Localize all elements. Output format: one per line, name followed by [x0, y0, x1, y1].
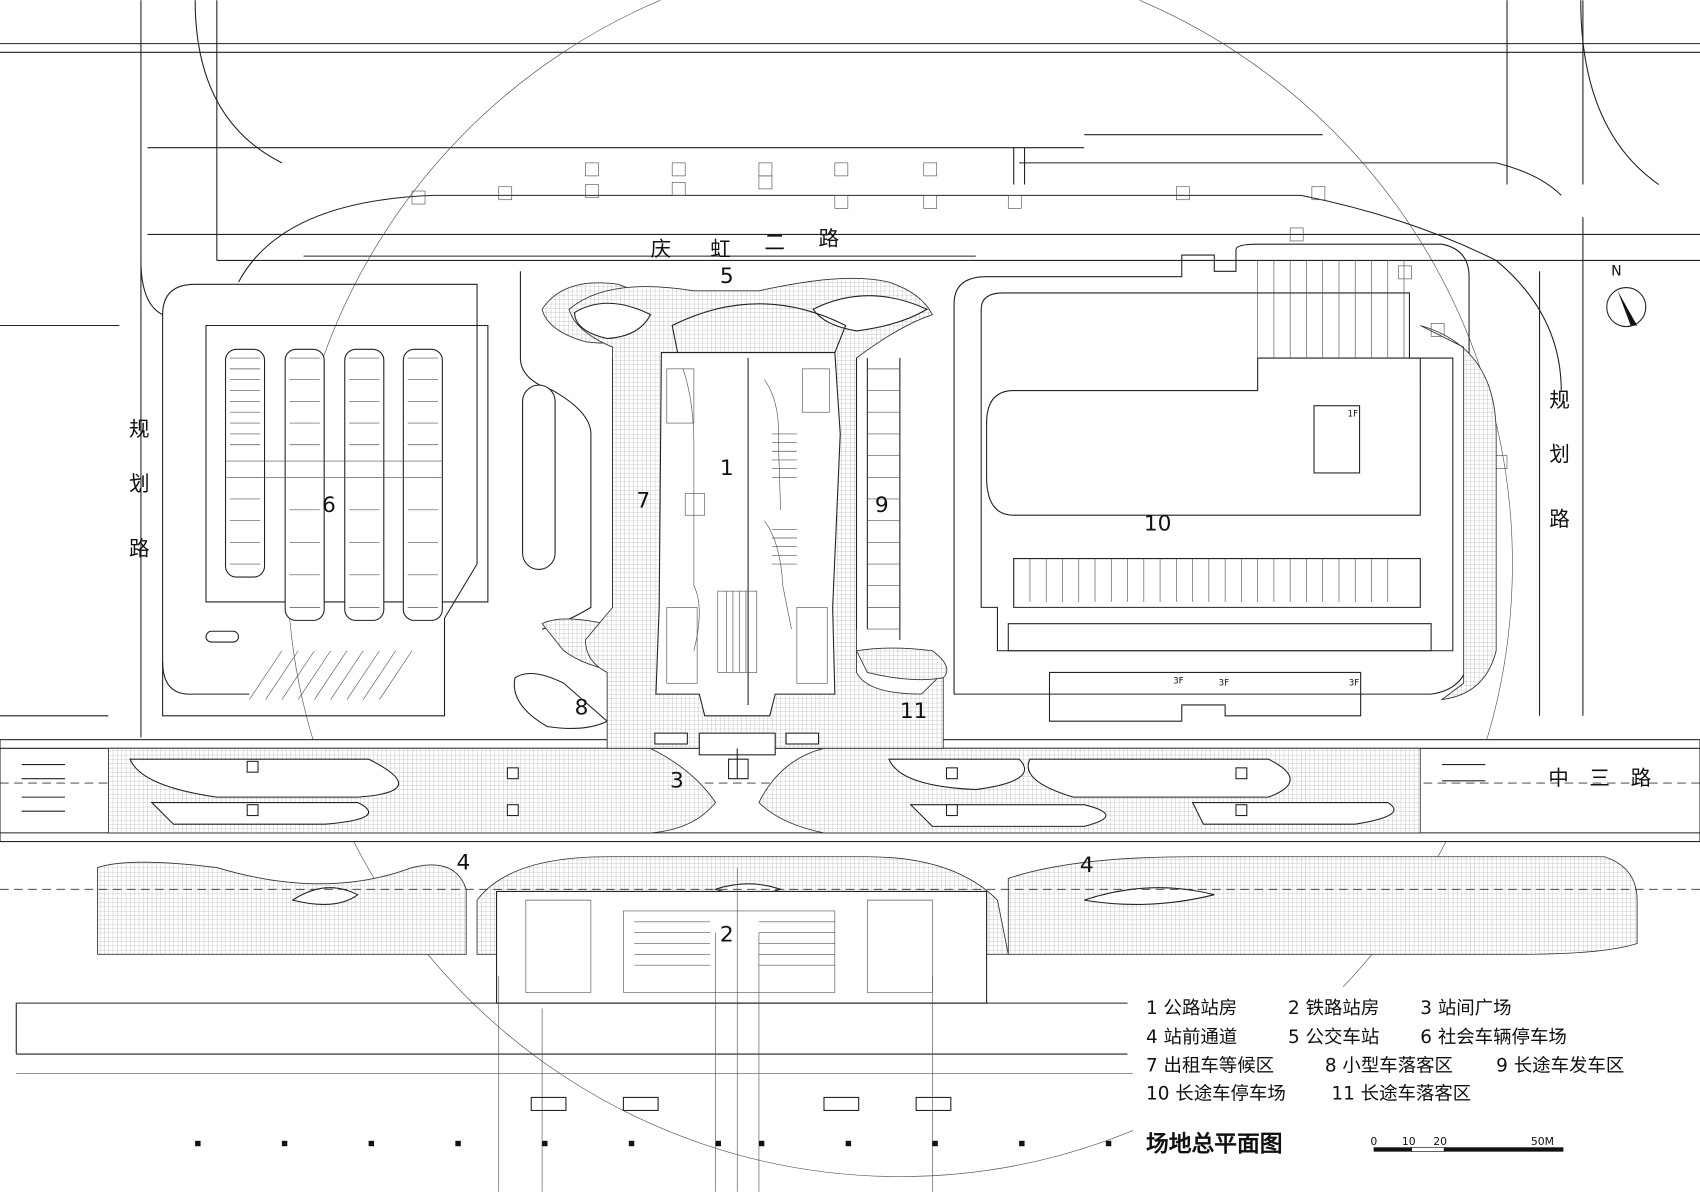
svg-text:二: 二: [764, 231, 785, 255]
zhongsan-road: [0, 739, 1700, 843]
rail-station-forecourt: [0, 856, 1700, 1004]
road-label-west-planned: 规 划 路: [129, 417, 150, 560]
svg-text:路: 路: [129, 536, 150, 560]
zone-8: 8: [575, 696, 589, 721]
scale-bar: 0 10 20 50M: [1370, 1135, 1564, 1152]
svg-text:规: 规: [1549, 388, 1570, 412]
svg-text:11 长途车落客区: 11 长途车落客区: [1331, 1084, 1471, 1105]
drawing-title: 场地总平面图: [1146, 1131, 1282, 1158]
svg-text:1F: 1F: [1348, 410, 1359, 420]
coach-departure-9: [855, 358, 948, 681]
road-label-qinghong-2nd: 庆 虹 二 路: [651, 226, 840, 261]
zone-4-west: 4: [456, 851, 470, 876]
rail-station-building-2: [496, 890, 988, 1004]
svg-text:划: 划: [1549, 442, 1570, 466]
svg-text:1 公路站房: 1 公路站房: [1146, 998, 1237, 1019]
svg-text:8 小型车落客区: 8 小型车落客区: [1325, 1055, 1453, 1076]
svg-text:虹: 虹: [710, 237, 731, 261]
svg-text:9 长途车发车区: 9 长途车发车区: [1496, 1055, 1624, 1076]
zone-7: 7: [636, 489, 650, 514]
north-arrow: [1606, 287, 1647, 328]
street-network: [0, 0, 1700, 738]
svg-text:路: 路: [1631, 766, 1652, 790]
zone-9: 9: [875, 493, 889, 518]
svg-text:5 公交车站: 5 公交车站: [1288, 1027, 1379, 1048]
svg-text:10: 10: [1402, 1135, 1416, 1148]
legend: 1 公路站房 2 铁路站房 3 站间广场 4 站前通道 5 公交车站 6 社会车…: [1146, 998, 1624, 1105]
parking-lot-6: [162, 283, 489, 717]
svg-text:50M: 50M: [1531, 1135, 1554, 1148]
svg-text:3 站间广场: 3 站间广场: [1420, 998, 1511, 1019]
north-arrow-icon: [1617, 290, 1638, 326]
svg-text:0: 0: [1370, 1135, 1377, 1148]
svg-text:划: 划: [129, 471, 150, 495]
svg-text:庆: 庆: [651, 237, 672, 261]
zone-2: 2: [720, 922, 734, 947]
zone-10: 10: [1144, 511, 1172, 536]
svg-text:10 长途车停车场: 10 长途车停车场: [1146, 1084, 1286, 1105]
svg-text:6 社会车辆停车场: 6 社会车辆停车场: [1420, 1027, 1567, 1048]
zone-1: 1: [720, 456, 734, 481]
svg-text:4 站前通道: 4 站前通道: [1146, 1027, 1237, 1048]
rail-tracks: [15, 867, 1700, 1192]
road-label-east-planned: 规 划 路: [1549, 388, 1570, 531]
coach-parking-10: [953, 243, 1497, 722]
svg-text:3F: 3F: [1173, 676, 1184, 686]
svg-text:20: 20: [1433, 1135, 1447, 1148]
svg-text:三: 三: [1589, 766, 1610, 790]
zone-11: 11: [900, 699, 928, 724]
svg-text:中: 中: [1548, 766, 1569, 790]
zone-4-east: 4: [1080, 853, 1094, 878]
svg-text:3F: 3F: [1349, 678, 1360, 688]
svg-text:3F: 3F: [1219, 678, 1230, 688]
svg-text:规: 规: [129, 417, 150, 441]
svg-text:路: 路: [819, 226, 840, 250]
svg-text:路: 路: [1549, 507, 1570, 531]
highway-station-building-1: [655, 352, 841, 717]
zone-3: 3: [670, 768, 684, 793]
road-label-zhongsan: 中 三 路: [1548, 766, 1651, 790]
svg-text:2 铁路站房: 2 铁路站房: [1288, 998, 1379, 1019]
zone-markers: 1 2 3 4 4 5 6 7 8 9 10 11 1F 3F 3F 3F N: [322, 264, 1622, 948]
north-label: N: [1611, 264, 1622, 280]
zone-5: 5: [720, 264, 734, 289]
svg-text:7 出租车等候区: 7 出租车等候区: [1146, 1055, 1274, 1076]
zone-6: 6: [322, 493, 336, 518]
